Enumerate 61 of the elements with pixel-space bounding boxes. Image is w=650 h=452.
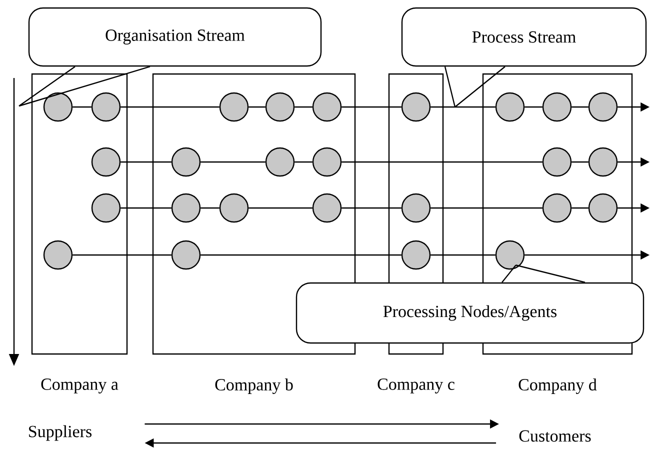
process-stream-line [572,207,588,209]
processing-node [312,92,342,122]
leader-pointer [444,66,506,108]
process-stream-line [120,161,172,163]
node-label: Company b [215,378,293,394]
process-stream-line [430,207,542,209]
processing-node [401,240,431,270]
process-stream-line [342,106,402,108]
processing-node [91,193,121,223]
processing-node [542,147,572,177]
processing-node [312,193,342,223]
processing-node [171,240,201,270]
leader-pointer [501,264,586,283]
processing-node [171,147,201,177]
process-stream-line [72,254,172,256]
processing-node [91,92,121,122]
process-stream-line [430,106,496,108]
processing-node [265,147,295,177]
process-stream-line [572,106,588,108]
stream-end-label: Suppliers [29,425,92,441]
process-stream-line [120,207,172,209]
process-stream-line [248,207,312,209]
processing-node [265,92,295,122]
processing-node [588,147,618,177]
processing-node [542,92,572,122]
processing-node [588,193,618,223]
process-stream-line [524,106,542,108]
processing-node [542,193,572,223]
processing-node [588,92,618,122]
processing-node [91,147,121,177]
processing-node [43,92,73,122]
processing-node [43,240,73,270]
process-stream-line [342,161,542,163]
callout-box: Processing Nodes/Agents [296,282,644,344]
processing-node [312,147,342,177]
company-box: Company a [31,73,128,394]
process-stream-line [200,207,220,209]
processing-node [495,240,525,270]
process-stream-line [294,106,312,108]
processing-node [171,193,201,223]
node-label: Company c [378,378,454,394]
processing-node [219,193,249,223]
callout-box: Organisation Stream [28,7,322,67]
process-stream-line [248,106,266,108]
processing-node [219,92,249,122]
processing-node [495,92,525,122]
node-label: Company a [41,378,118,394]
leader-pointer [18,66,151,107]
process-stream-line [200,161,266,163]
process-stream-line [572,161,588,163]
callout-box: Process Stream [401,7,647,67]
process-stream-line [430,254,496,256]
process-stream-line [200,254,402,256]
stream-end-label: Customers [519,430,591,442]
process-stream-line [120,106,220,108]
process-stream-line [294,161,312,163]
processing-node [401,92,431,122]
process-stream-line [72,106,92,108]
process-stream-line [342,207,402,209]
node-label: Company d [518,378,597,394]
processing-node [401,193,431,223]
